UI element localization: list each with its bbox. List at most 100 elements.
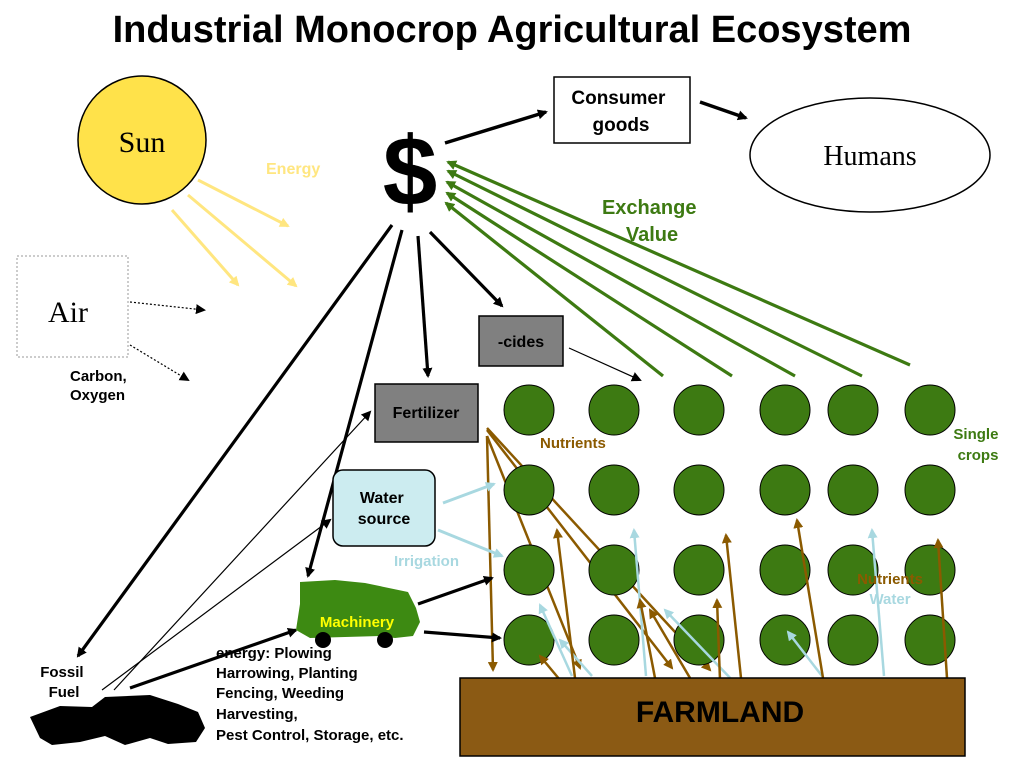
dollar-symbol: $ [383,116,438,226]
crop-plant [759,384,811,436]
crop-plant [904,464,956,516]
soil-nutrient-arrows [538,518,949,681]
energy-uses-line: Harvesting, [216,706,298,723]
single-crops-label: Single crops [953,426,1002,464]
machinery-wheel-icon [315,632,331,648]
nutrient-arrow [933,538,949,679]
water-source-label: Water source [358,490,411,528]
crop-plant [673,614,725,666]
sun-node: Sun [77,75,207,205]
nutrient-arrow [648,608,692,679]
single-crops-line: crops [958,447,999,464]
machinery-label: Machinery [320,614,395,631]
carbon-oxygen-line: Oxygen [70,387,125,404]
energy-uses-line: Fencing, Weeding [216,685,344,702]
crop-plant [904,384,956,436]
consumer-goods-line: goods [593,115,650,136]
crop-plant [827,614,879,666]
irrigation-arrow [442,482,496,505]
irrigation-arrow [437,528,504,558]
exchange-arrow [445,180,796,378]
crop-plant [588,464,640,516]
irrigation-arrows [437,482,504,558]
water-source-line: source [358,511,411,528]
sun-label: Sun [119,126,166,159]
crop-plant [673,464,725,516]
exchange-arrow [444,201,664,378]
crop-plant [503,384,555,436]
crop-plant [827,544,879,596]
exchange-value-line: Value [626,224,678,246]
page-title: Industrial Monocrop Agricultural Ecosyst… [113,9,912,51]
water-source-line: Water [360,490,404,507]
crop-plant [588,614,640,666]
crop-plant [673,384,725,436]
energy-label: Energy [266,161,320,178]
machinery-arrow [417,575,494,606]
energy-ray [170,209,240,287]
irrigation-label: Irrigation [394,553,459,570]
crop-plant [503,614,555,666]
nutrient-arrow [553,528,577,679]
fertilizer-label: Fertilizer [393,405,460,422]
fuel-flow-arrows [101,410,372,691]
crop-plant [759,544,811,596]
water-arrow [663,608,735,683]
single-crops-line: Single [953,426,998,443]
carbon-oxygen-label: Carbon, Oxygen [70,368,131,404]
water-arrow [786,630,823,677]
money-flow-arrows [76,224,504,658]
goods-to-humans-arrow [699,100,748,121]
air-node: Air [16,255,129,358]
crop-plant [503,544,555,596]
humans-label: Humans [823,141,916,172]
exchange-value-line: Exchange [602,197,696,219]
energy-uses-line: Pest Control, Storage, etc. [216,727,404,744]
crop-plant [503,464,555,516]
crop-plant [588,544,640,596]
energy-rays [170,178,298,288]
crop-plant [827,384,879,436]
air-arrow [129,301,206,315]
crop-plant [673,544,725,596]
crop-plant [827,464,879,516]
fuel-to-machinery-arrow [129,627,298,690]
crop-plant [904,544,956,596]
water-arrow [558,638,593,677]
exchange-arrow [446,160,911,367]
machinery-node: Machinery [296,580,420,648]
machinery-arrow [423,630,502,643]
humans-node: Humans [749,97,991,213]
nutrient-arrow [712,598,723,681]
cides-node: -cides [478,315,564,367]
water-arrow [867,528,886,677]
fossil-fuel-line: Fuel [49,684,80,701]
fossil-fuel-label: Fossil Fuel [40,664,88,701]
energy-ray [197,178,290,228]
crop-plant [588,384,640,436]
energy-uses-label: energy: Plowing Harrowing, Planting Fenc… [216,645,404,744]
nutrient-arrow [636,598,657,679]
water-right-label: Water [869,591,910,608]
machinery-icon [296,580,420,638]
crop-plant [904,614,956,666]
energy-uses-line: energy: Plowing [216,645,332,662]
dollar-to-goods-arrow [444,109,548,145]
farmland-node: FARMLAND [459,677,966,757]
consumer-goods-label: Consumer goods [571,88,670,136]
cides-label: -cides [498,334,544,351]
fuel-to-fertilizer-arrow [113,410,372,691]
energy-uses-line: Harrowing, Planting [216,665,358,682]
fossil-fuel-line: Fossil [40,664,83,681]
nutrient-arrow [485,435,498,672]
nutrient-arrow [793,518,825,679]
exchange-arrow [445,191,733,378]
crop-plant [759,614,811,666]
nutrient-arrow [538,654,561,681]
exchange-value-label: Exchange Value [602,197,702,246]
fossil-fuel-node: Fossil Fuel [30,664,205,745]
machinery-wheel-icon [377,632,393,648]
fossil-fuel-icon [30,695,205,745]
farmland-label: FARMLAND [636,696,804,729]
